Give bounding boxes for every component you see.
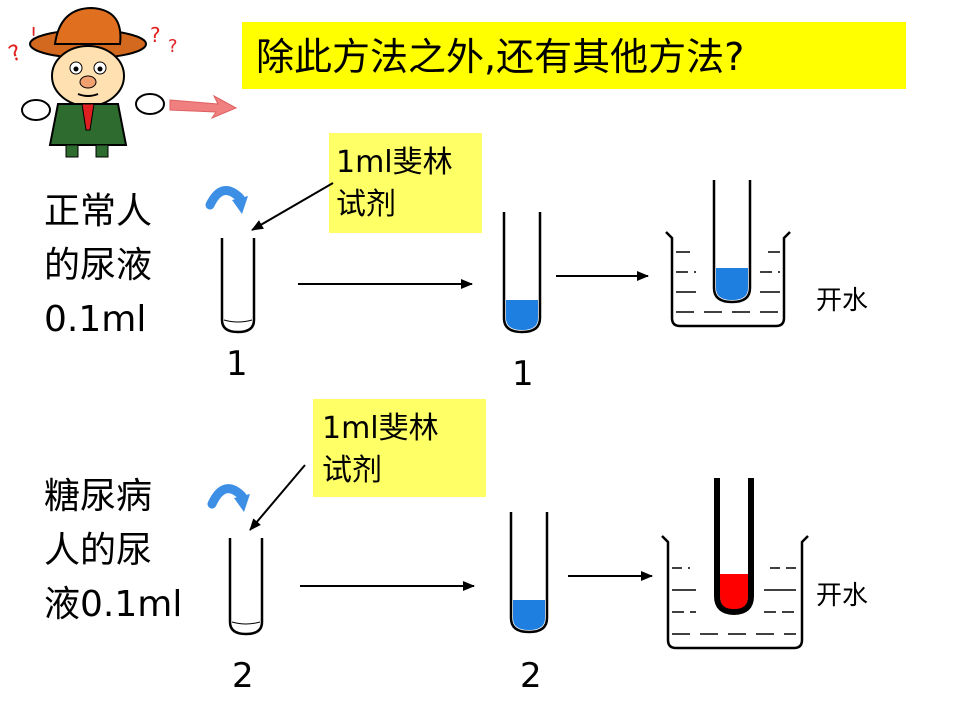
row1-reagent-label: 1ml斐林 试剂 [336, 142, 453, 226]
row2-water-label: 开水 [816, 581, 869, 611]
row1-sample-label: 正常人 的尿液 0.1ml [44, 185, 152, 347]
row1-reagent-line-1: 1ml斐林 [336, 145, 453, 180]
row2-test-tube-blue [509, 512, 549, 634]
row2-sample-line-2: 人的尿 [44, 530, 153, 571]
row2-reagent-line-2: 试剂 [322, 453, 382, 488]
svg-text:?: ? [150, 23, 161, 47]
curved-arrow-icon [205, 186, 248, 214]
row1-reagent-line-2: 试剂 [336, 187, 396, 222]
svg-text:!: ! [30, 24, 37, 45]
row2-reagent-label: 1ml斐林 试剂 [322, 408, 439, 492]
row2-beaker [661, 535, 809, 650]
row2-sample-line-1: 糖尿病 [44, 476, 153, 517]
row2-sample-label: 糖尿病 人的尿 液0.1ml [44, 470, 182, 632]
row2-heated-tube [714, 478, 754, 616]
row2-test-tube-empty [228, 538, 264, 636]
row2-sample-line-3: 液0.1ml [44, 584, 183, 625]
row1-heated-tube [712, 180, 752, 304]
row1-tube-number-left: 1 [226, 344, 248, 384]
row1-test-tube-empty [220, 238, 256, 334]
row2-reagent-line-1: 1ml斐林 [322, 411, 439, 446]
row1-sample-line-1: 正常人 [44, 191, 153, 232]
row1-water-label: 开水 [816, 286, 869, 316]
cartoon-man-icon: ? ! ? ? [6, 6, 238, 158]
curved-arrow-icon [207, 484, 250, 512]
page-title: 除此方法之外,还有其他方法? [256, 35, 745, 79]
svg-text:?: ? [168, 36, 178, 57]
row1-reagent-pointer [251, 182, 334, 231]
row1-blue-solution [506, 300, 538, 330]
row2-blue-solution [513, 600, 545, 630]
row1-beaker [665, 231, 791, 328]
row2-tube-number-mid: 2 [520, 656, 542, 696]
row2-reagent-box [313, 399, 486, 497]
row2-red-precipitate [720, 574, 748, 610]
row1-tube-number-mid: 1 [512, 354, 534, 394]
row1-sample-line-3: 0.1ml [44, 299, 147, 340]
row1-sample-line-2: 的尿液 [44, 245, 153, 286]
row2-reagent-pointer [249, 464, 306, 531]
row1-reagent-box [329, 133, 482, 233]
title-banner [242, 22, 906, 89]
row1-heated-blue-solution [716, 268, 748, 300]
row2-tube-base-liquid [231, 621, 261, 625]
row2-tube-number-left: 2 [232, 656, 254, 696]
row1-tube-base-liquid [223, 319, 253, 323]
row1-test-tube-blue [502, 212, 542, 334]
